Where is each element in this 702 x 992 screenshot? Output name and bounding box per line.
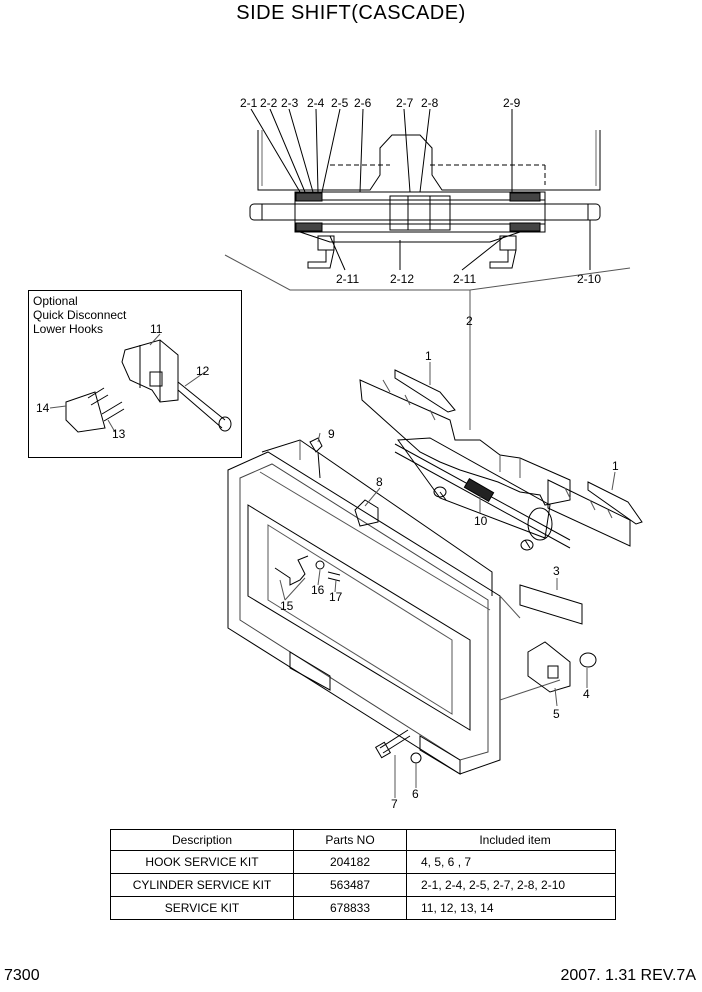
kit-included-items: 11, 12, 13, 14: [406, 896, 616, 920]
label-11: 11: [150, 322, 163, 336]
label-16: 16: [311, 583, 325, 597]
table-row: CYLINDER SERVICE KIT 563487 2-1, 2-4, 2-…: [110, 873, 616, 897]
column-header: Included item: [406, 829, 616, 851]
optional-box-line: Quick Disconnect: [33, 308, 127, 322]
kit-included-items: 2-1, 2-4, 2-5, 2-7, 2-8, 2-10: [406, 873, 616, 897]
table-header-row: Description Parts NO Included item: [110, 829, 616, 851]
page-title: SIDE SHIFT(CASCADE): [236, 2, 466, 24]
column-header: Description: [110, 829, 294, 851]
page-number: 7300: [4, 967, 40, 984]
label-2-9: 2-9: [503, 96, 521, 110]
label-10: 10: [474, 514, 488, 528]
label-3: 3: [553, 564, 560, 578]
kit-description: CYLINDER SERVICE KIT: [110, 873, 294, 897]
label-1-left: 1: [425, 349, 432, 363]
kit-part-number: 678833: [293, 896, 407, 920]
label-15: 15: [280, 599, 294, 613]
label-2-12: 2-12: [390, 272, 414, 286]
kit-part-number: 204182: [293, 850, 407, 874]
callout-labels: 2-1 2-2 2-3 2-4 2-5 2-6 2-7 2-8 2-9 2-11…: [36, 96, 619, 811]
quick-disconnect-hooks-drawing: [65, 339, 232, 433]
label-2-11-left: 2-11: [336, 272, 359, 286]
label-13: 13: [112, 427, 126, 441]
cylinder-section-drawing: [224, 108, 631, 360]
kit-description: SERVICE KIT: [110, 896, 294, 920]
label-2-11-right: 2-11: [453, 272, 476, 286]
label-2-5: 2-5: [331, 96, 349, 110]
label-2-1: 2-1: [240, 96, 258, 110]
label-8: 8: [376, 475, 383, 489]
label-7: 7: [391, 797, 398, 811]
label-2-8: 2-8: [421, 96, 439, 110]
label-17: 17: [329, 590, 343, 604]
label-2-6: 2-6: [354, 96, 372, 110]
label-2: 2: [466, 314, 473, 328]
label-2-7: 2-7: [396, 96, 414, 110]
label-14: 14: [36, 401, 50, 415]
kit-part-number: 563487: [293, 873, 407, 897]
label-2-10: 2-10: [577, 272, 601, 286]
optional-hooks-box: Optional Quick Disconnect Lower Hooks: [28, 290, 242, 458]
label-9: 9: [328, 427, 335, 441]
label-5: 5: [553, 707, 560, 721]
optional-box-line: Optional: [33, 294, 78, 308]
label-2-4: 2-4: [307, 96, 325, 110]
label-2-3: 2-3: [281, 96, 299, 110]
table-row: SERVICE KIT 678833 11, 12, 13, 14: [110, 896, 616, 920]
optional-box-line: Lower Hooks: [33, 322, 104, 336]
table-row: HOOK SERVICE KIT 204182 4, 5, 6 , 7: [110, 850, 616, 874]
kit-included-items: 4, 5, 6 , 7: [406, 850, 616, 874]
service-kit-table: Description Parts NO Included item HOOK …: [110, 829, 616, 920]
kit-description: HOOK SERVICE KIT: [110, 850, 294, 874]
label-6: 6: [412, 787, 419, 801]
label-2-2: 2-2: [260, 96, 278, 110]
label-4: 4: [583, 687, 590, 701]
carriage-assembly-drawing: [49, 333, 643, 798]
label-1-right: 1: [612, 459, 619, 473]
column-header: Parts NO: [293, 829, 407, 851]
label-12: 12: [196, 364, 210, 378]
revision-date: 2007. 1.31 REV.7A: [560, 967, 696, 984]
